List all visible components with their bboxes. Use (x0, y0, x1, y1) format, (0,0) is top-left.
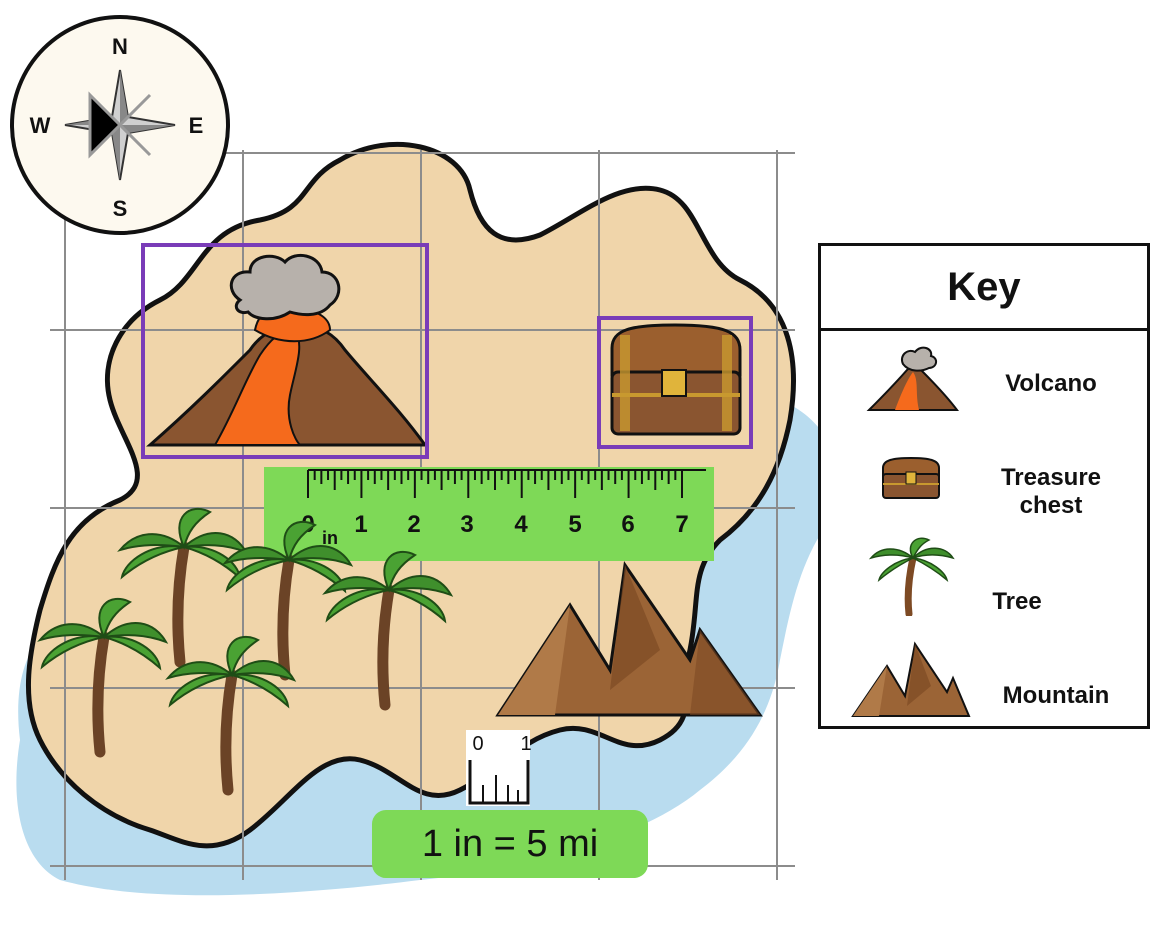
volcano-highlight-box (141, 243, 429, 459)
key-label-mountain: Mountain (1002, 682, 1110, 709)
mountain-icon (851, 641, 971, 717)
compass-north-label: N (112, 34, 128, 59)
ruler-number-3: 3 (460, 511, 473, 538)
key-label-volcano: Volcano (1005, 370, 1097, 397)
ruler-number-1: 1 (354, 511, 367, 538)
scale-bar-end: 1 (520, 733, 531, 755)
volcano-icon (146, 253, 428, 447)
mountain-icon (495, 560, 763, 717)
treasure-chest-icon (882, 456, 940, 499)
key-label-treasure-chest: Treasure chest (1000, 464, 1102, 519)
compass-south-label: S (113, 196, 128, 221)
ruler-number-6: 6 (621, 511, 634, 538)
compass-rose: N S E W (10, 15, 230, 235)
treasure-chest-icon (610, 323, 742, 436)
compass-west-label: W (30, 113, 51, 138)
map-key: Key Volcano Treasure chest Tree Mountain (818, 243, 1150, 729)
palm-tree-icon (868, 537, 955, 616)
inch-ruler: 0 in 1 2 3 4 5 6 7 (264, 467, 714, 561)
chest-highlight-box (597, 316, 753, 449)
scale-bar-start: 0 (472, 733, 483, 755)
scale-label: 1 in = 5 mi (372, 810, 648, 878)
compass-east-label: E (189, 113, 204, 138)
ruler-number-7: 7 (675, 511, 688, 538)
ruler-number-2: 2 (407, 511, 420, 538)
scale-bar: 0 1 (466, 730, 532, 806)
volcano-icon (866, 346, 960, 411)
key-label-tree: Tree (992, 588, 1042, 615)
ruler-number-4: 4 (514, 511, 528, 538)
ruler-number-5: 5 (568, 511, 581, 538)
ruler-unit-label: in (322, 528, 338, 548)
key-title: Key (821, 246, 1147, 331)
